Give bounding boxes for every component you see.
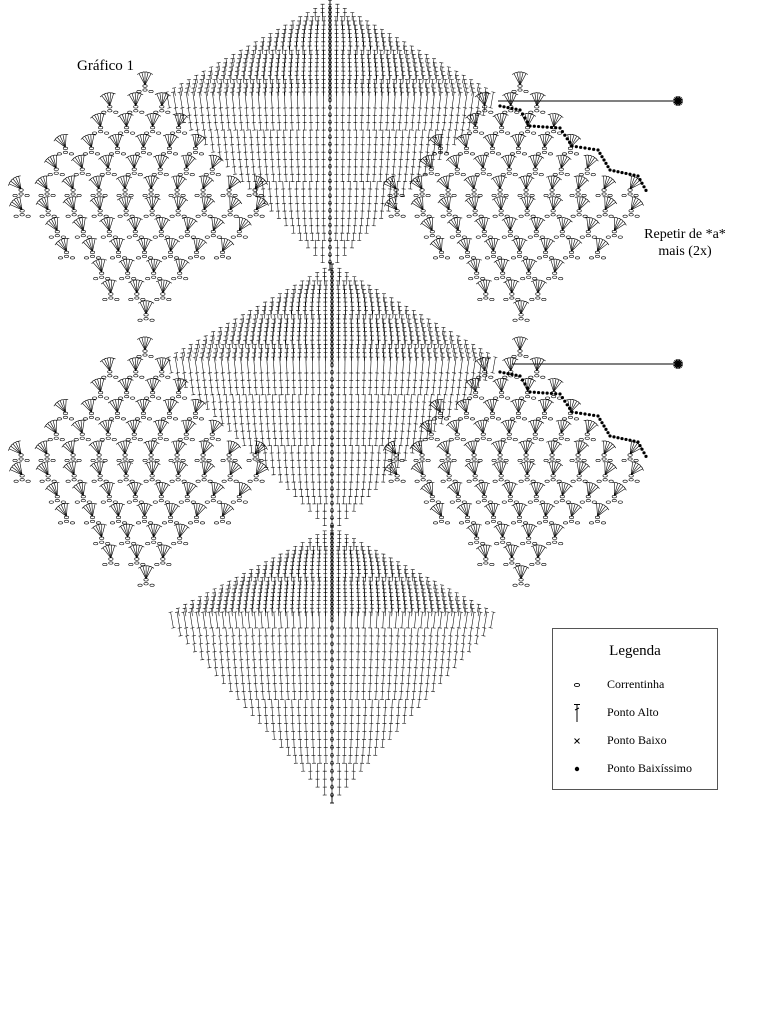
legend-label-slip-stitch: Ponto Baixíssimo bbox=[607, 761, 693, 775]
shell-motifs bbox=[8, 71, 644, 579]
legend-label-single-crochet: Ponto Baixo bbox=[607, 733, 667, 747]
repeat-markers bbox=[498, 96, 683, 369]
legend-item-double-crochet: Ponto Alto bbox=[553, 703, 717, 723]
legend-box: Legenda Correntinha Ponto Alto Ponto Bai… bbox=[552, 628, 718, 790]
double-crochet-icon bbox=[574, 704, 580, 722]
stitch-rays bbox=[164, 0, 498, 804]
legend-label-chain: Correntinha bbox=[607, 677, 665, 691]
repeat-note: Repetir de *a* mais (2x) bbox=[630, 226, 740, 260]
repeat-note-line-2: mais (2x) bbox=[658, 244, 712, 259]
legend-item-single-crochet: Ponto Baixo bbox=[553, 731, 717, 751]
legend-title: Legenda bbox=[609, 643, 661, 659]
chain-loops bbox=[12, 5, 640, 798]
legend-item-slip-stitch: Ponto Baixíssimo bbox=[553, 759, 717, 779]
slip-stitch-icon bbox=[574, 766, 580, 772]
legend-label-double-crochet: Ponto Alto bbox=[607, 705, 659, 719]
chart-title: Gráfico 1 bbox=[77, 58, 135, 74]
repeat-note-line-1: Repetir de *a* bbox=[644, 227, 726, 242]
slip-stitch-dots bbox=[498, 104, 648, 458]
chain-stitch-icon bbox=[573, 682, 581, 688]
legend-item-chain: Correntinha bbox=[553, 675, 717, 695]
single-crochet-icon bbox=[574, 738, 580, 744]
